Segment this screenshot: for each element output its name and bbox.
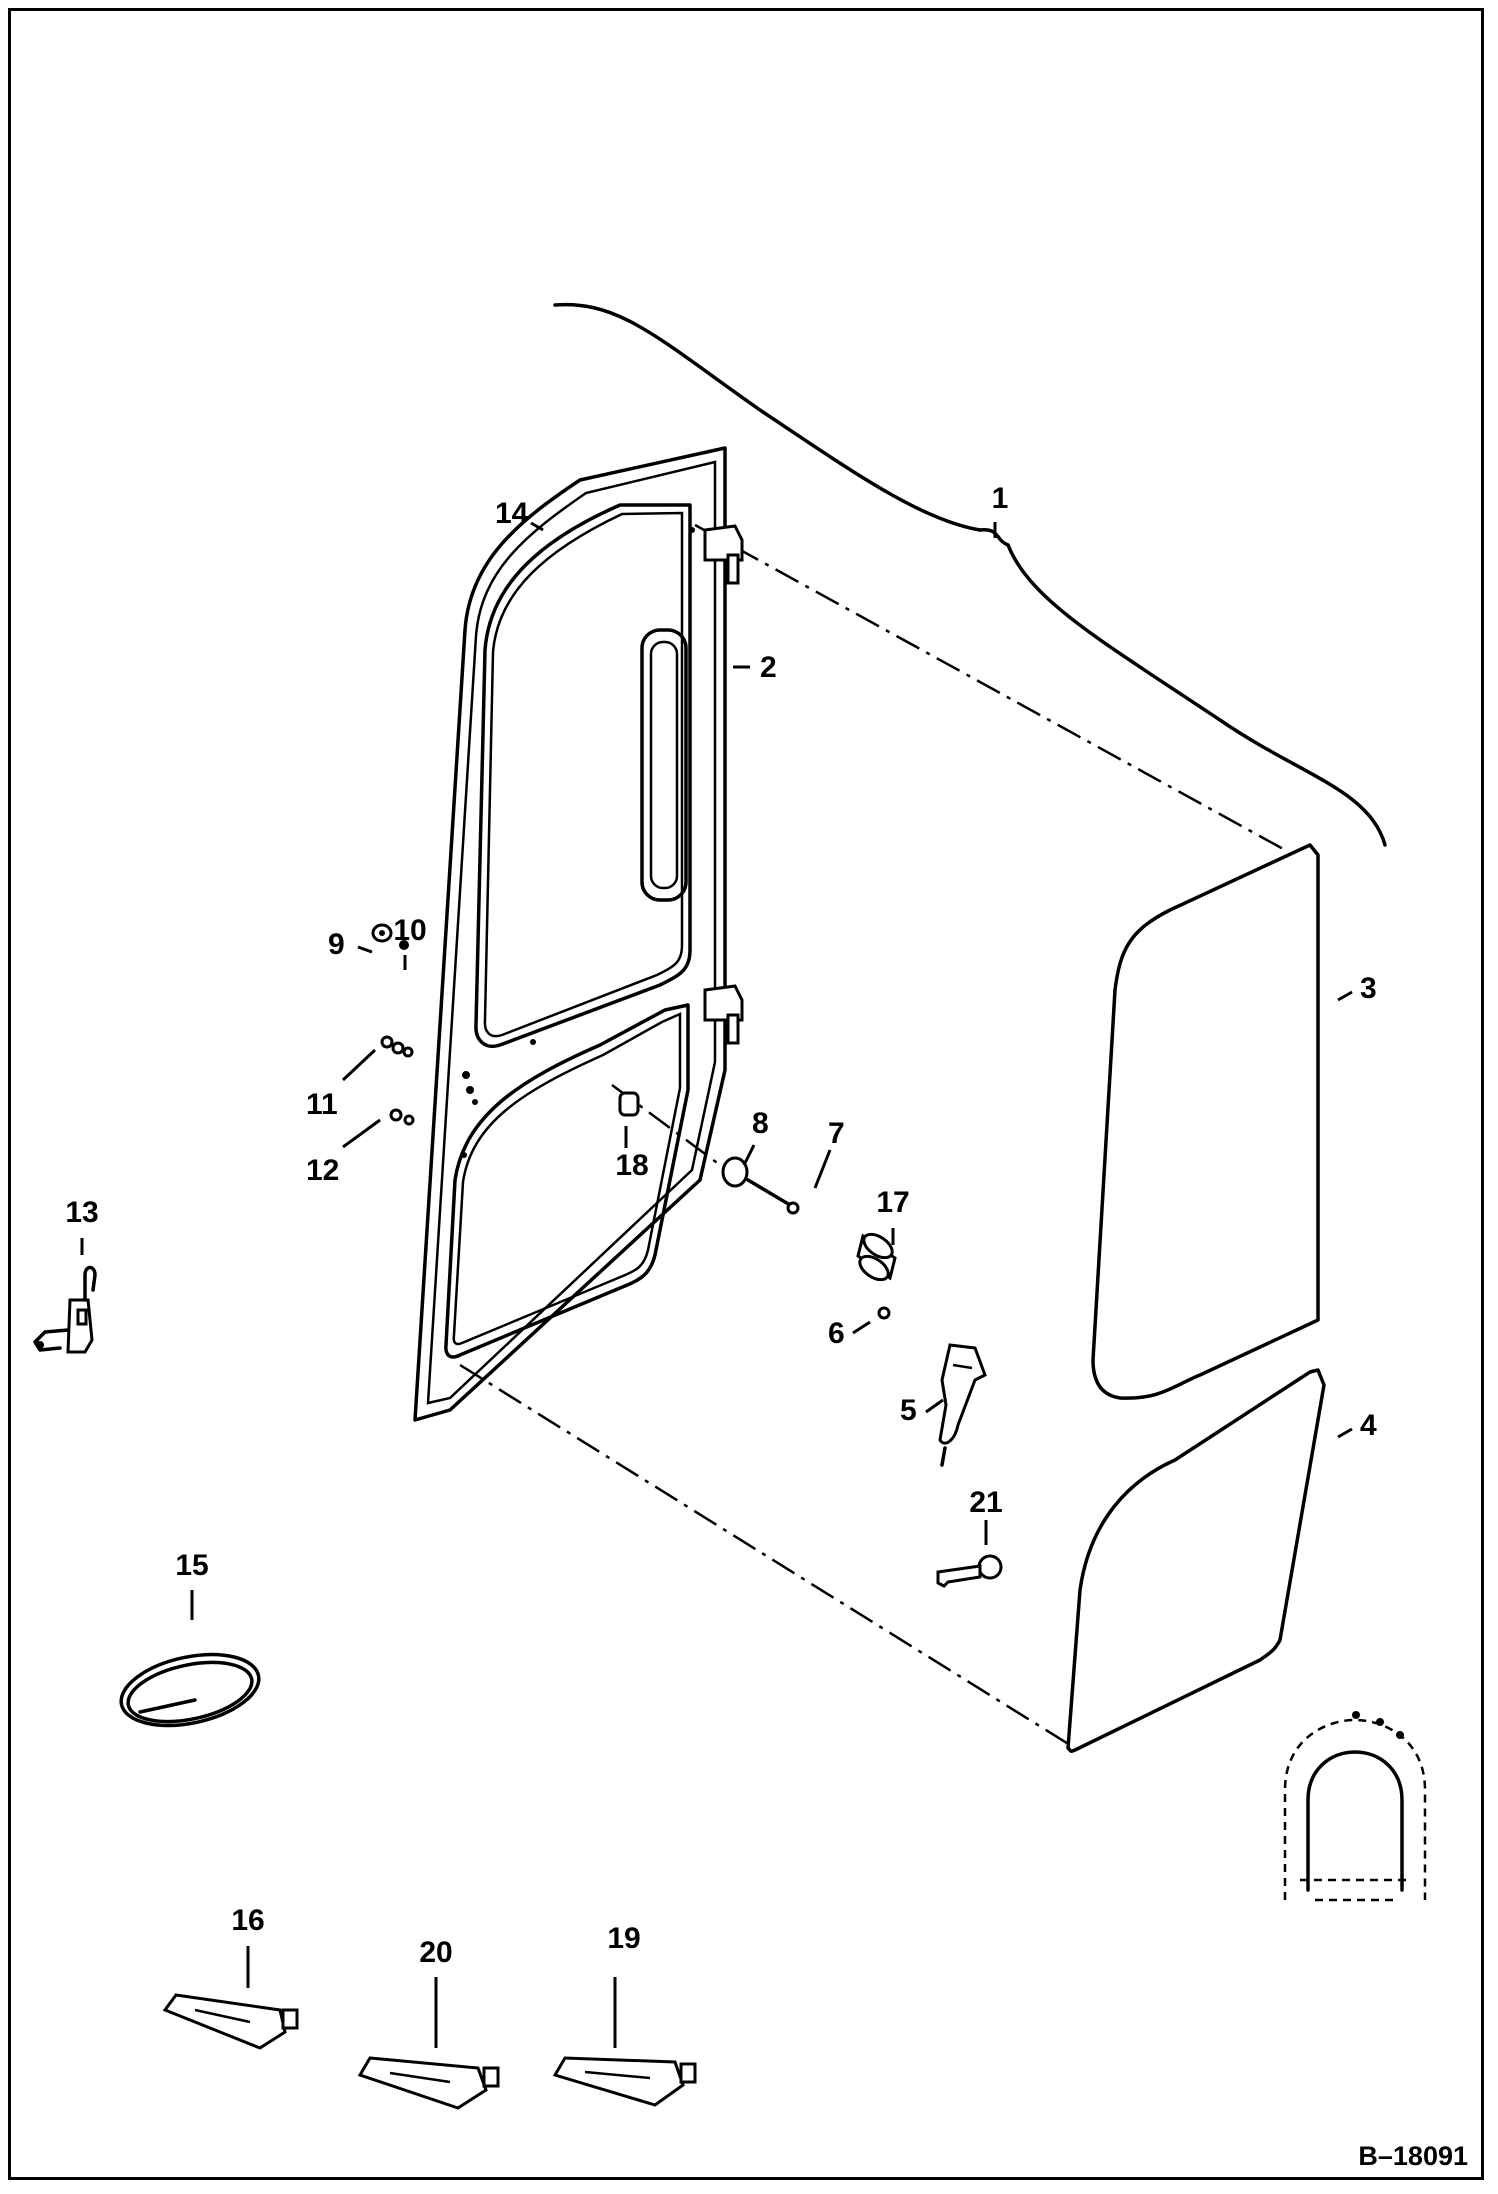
tube-20 bbox=[357, 2056, 500, 2110]
reference-number: B–18091 bbox=[1358, 2141, 1468, 2171]
callout-7: 7 bbox=[828, 1117, 845, 1150]
callout-21: 21 bbox=[969, 1486, 1002, 1519]
diagram-frame bbox=[8, 8, 1484, 2180]
callout-19: 19 bbox=[607, 1922, 640, 1955]
screw-6 bbox=[877, 1306, 891, 1320]
door-upper-window bbox=[474, 503, 692, 1048]
callout-6: 6 bbox=[828, 1317, 845, 1350]
bushing-18 bbox=[618, 1091, 640, 1117]
callout-3: 3 bbox=[1360, 972, 1377, 1005]
screw-10 bbox=[399, 940, 409, 950]
callout-14: 14 bbox=[495, 497, 529, 530]
glass-panel-4 bbox=[1066, 1368, 1326, 1754]
door-holes bbox=[461, 527, 695, 1158]
callout-10: 10 bbox=[393, 914, 426, 947]
cab-outline bbox=[553, 302, 1387, 847]
fasteners-11 bbox=[380, 1035, 414, 1058]
callout-20: 20 bbox=[419, 1936, 452, 1969]
callout-17: 17 bbox=[876, 1186, 909, 1219]
latch-13 bbox=[33, 1265, 97, 1354]
callout-13: 13 bbox=[65, 1196, 98, 1229]
screw-7 bbox=[746, 1178, 800, 1215]
callout-12: 12 bbox=[306, 1154, 339, 1187]
door-hinges bbox=[703, 524, 744, 1045]
door-grab-handle bbox=[640, 628, 688, 902]
glass-panel-3 bbox=[1091, 843, 1320, 1400]
spacer-8 bbox=[721, 1156, 749, 1188]
callout-1: 1 bbox=[992, 482, 1009, 515]
door-frame bbox=[413, 446, 727, 1422]
callout-5: 5 bbox=[900, 1394, 917, 1427]
callout-11: 11 bbox=[306, 1088, 338, 1121]
fasteners-12 bbox=[389, 1108, 415, 1126]
callout-2: 2 bbox=[760, 651, 777, 684]
leader-lines bbox=[80, 521, 1353, 2048]
door-handle-5 bbox=[938, 1343, 987, 1467]
callout-labels: 1 2 3 4 5 6 7 8 9 10 11 12 13 14 15 16 1… bbox=[65, 482, 1377, 1969]
door-lower-window bbox=[444, 1003, 690, 1359]
assembly-lines bbox=[459, 523, 1286, 1747]
callout-9: 9 bbox=[328, 928, 345, 961]
key-21 bbox=[936, 1554, 1003, 1588]
callout-8: 8 bbox=[752, 1107, 769, 1140]
callout-18: 18 bbox=[615, 1149, 648, 1182]
seal-15 bbox=[119, 1652, 261, 1728]
cylinder-17 bbox=[856, 1232, 897, 1282]
callout-15: 15 bbox=[175, 1549, 208, 1582]
tube-16 bbox=[162, 1993, 299, 2050]
nut-9 bbox=[371, 923, 393, 943]
tube-19 bbox=[552, 2056, 697, 2107]
cab-orientation-icon bbox=[1283, 1711, 1427, 1902]
callout-16: 16 bbox=[231, 1904, 264, 1937]
callout-4: 4 bbox=[1360, 1409, 1377, 1442]
